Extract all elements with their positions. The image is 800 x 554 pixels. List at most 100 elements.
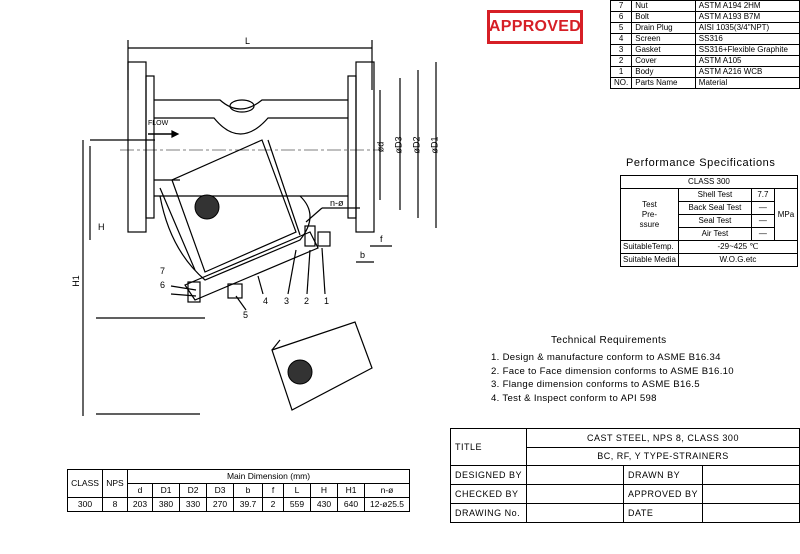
dim-label-f: f bbox=[380, 234, 383, 244]
dim-col-f: f bbox=[262, 483, 284, 498]
requirements-title: Technical Requirements bbox=[551, 335, 667, 346]
part-name: Nut bbox=[631, 0, 696, 12]
perf-air-value: — bbox=[750, 227, 775, 241]
dim-col-D3: D3 bbox=[206, 483, 234, 498]
perf-tp-2: Pre- bbox=[641, 209, 658, 219]
part-material: ASTM A105 bbox=[694, 55, 800, 67]
dim-value: 2 bbox=[262, 497, 284, 512]
perf-shell-test: Shell Test bbox=[677, 188, 752, 202]
title-line-2: BC, RF, Y TYPE-STRAINERS bbox=[526, 446, 800, 466]
dim-class-header: CLASS bbox=[67, 469, 103, 498]
dim-value: 203 bbox=[127, 497, 153, 512]
part-no: 3 bbox=[609, 44, 633, 56]
part-no: 5 bbox=[609, 22, 633, 34]
dim-class-value: 300 bbox=[67, 497, 103, 512]
perf-test-pressure: Test Pre- ssure bbox=[620, 188, 679, 241]
requirement-item: 3. Flange dimension conforms to ASME B16… bbox=[491, 379, 700, 390]
perf-temp-label: SuitableTemp. bbox=[620, 240, 679, 254]
perf-air-test: Air Test bbox=[677, 227, 752, 241]
callout-4: 4 bbox=[263, 296, 269, 306]
part-material: SS316+Flexible Graphite bbox=[694, 44, 800, 56]
title-block: TITLE CAST STEEL, NPS 8, CLASS 300 BC, R… bbox=[449, 428, 800, 523]
dim-col-L: L bbox=[283, 483, 311, 498]
dimensions-table: CLASS NPS Main Dimension (mm) d D1 D2 D3… bbox=[67, 469, 410, 512]
part-no: 6 bbox=[609, 11, 633, 23]
dim-label-L: L bbox=[245, 36, 251, 46]
approved-by-label: APPROVED BY bbox=[622, 484, 704, 504]
callout-1: 1 bbox=[324, 296, 330, 306]
perf-shell-value: 7.7 bbox=[750, 188, 775, 202]
performance-title: Performance Specifications bbox=[626, 157, 776, 169]
dim-col-b: b bbox=[233, 483, 263, 498]
header-material: Material bbox=[694, 77, 800, 89]
dim-group-header: Main Dimension (mm) bbox=[127, 469, 410, 484]
part-material: ASTM A193 B7M bbox=[694, 11, 800, 23]
dim-value: 330 bbox=[179, 497, 207, 512]
requirement-item: 1. Design & manufacture conform to ASME … bbox=[491, 352, 721, 363]
dim-value: 559 bbox=[283, 497, 311, 512]
dim-label-b: b bbox=[360, 250, 366, 260]
callout-5: 5 bbox=[243, 310, 249, 320]
dim-value: 430 bbox=[310, 497, 338, 512]
part-no: 7 bbox=[609, 0, 633, 12]
designed-by-label: DESIGNED BY bbox=[449, 465, 528, 485]
part-no: 2 bbox=[609, 55, 633, 67]
dim-value: 640 bbox=[337, 497, 365, 512]
perf-seal-test: Seal Test bbox=[677, 214, 752, 228]
checked-by-value bbox=[526, 484, 624, 504]
approved-by-value bbox=[702, 484, 800, 504]
callout-2: 2 bbox=[304, 296, 310, 306]
perf-class: CLASS 300 bbox=[620, 175, 798, 189]
part-name: Gasket bbox=[631, 44, 696, 56]
perf-media-value: W.O.G.etc bbox=[677, 253, 798, 267]
dim-value: 39.7 bbox=[233, 497, 263, 512]
perf-back-seal-test: Back Seal Test bbox=[677, 201, 752, 215]
table-row: 300 8 203 380 330 270 39.7 2 559 430 640… bbox=[67, 497, 410, 512]
perf-back-seal-value: — bbox=[750, 201, 775, 215]
drawing-no-label: DRAWING No. bbox=[449, 503, 528, 523]
dim-label-D2: øD2 bbox=[411, 136, 422, 154]
checked-by-label: CHECKED BY bbox=[449, 484, 528, 504]
part-name: Drain Plug bbox=[631, 22, 696, 34]
perf-seal-value: — bbox=[750, 214, 775, 228]
dim-col-H1: H1 bbox=[337, 483, 365, 498]
requirement-item: 4. Test & Inspect conform to API 598 bbox=[491, 392, 657, 404]
designed-by-value bbox=[526, 465, 624, 485]
perf-unit: MPa bbox=[773, 188, 798, 241]
callout-3: 3 bbox=[284, 296, 290, 306]
header-no: NO. bbox=[609, 77, 633, 89]
perf-tp-1: Test bbox=[642, 199, 657, 209]
dim-col-n-phi: n-ø bbox=[364, 483, 410, 498]
date-label: DATE bbox=[622, 503, 704, 523]
part-no: 1 bbox=[609, 66, 633, 78]
callout-6: 6 bbox=[160, 280, 166, 290]
dim-value: 12-ø25.5 bbox=[364, 497, 410, 512]
part-material: ASTM A216 WCB bbox=[694, 66, 800, 78]
dim-col-D2: D2 bbox=[179, 483, 207, 498]
approved-stamp: APPROVED bbox=[487, 10, 583, 44]
part-no: 4 bbox=[609, 33, 633, 45]
dim-label-H1: H1 bbox=[70, 275, 81, 287]
title-label: TITLE bbox=[449, 428, 528, 466]
date-value bbox=[702, 503, 800, 523]
part-name: Body bbox=[631, 66, 696, 78]
part-name: Screen bbox=[631, 33, 696, 45]
part-name: Cover bbox=[631, 55, 696, 67]
dim-value: 270 bbox=[206, 497, 234, 512]
drawing-no-value bbox=[526, 503, 624, 523]
performance-table: CLASS 300 Test Pre- ssure Shell Test 7.7… bbox=[620, 175, 798, 267]
dim-col-H: H bbox=[310, 483, 338, 498]
part-name: Bolt bbox=[631, 11, 696, 23]
callout-7: 7 bbox=[160, 266, 166, 276]
requirement-item: 2. Face to Face dimension conforms to AS… bbox=[491, 365, 734, 377]
dim-label-D1: øD1 bbox=[429, 136, 440, 154]
dim-label-d: ød bbox=[375, 141, 386, 153]
